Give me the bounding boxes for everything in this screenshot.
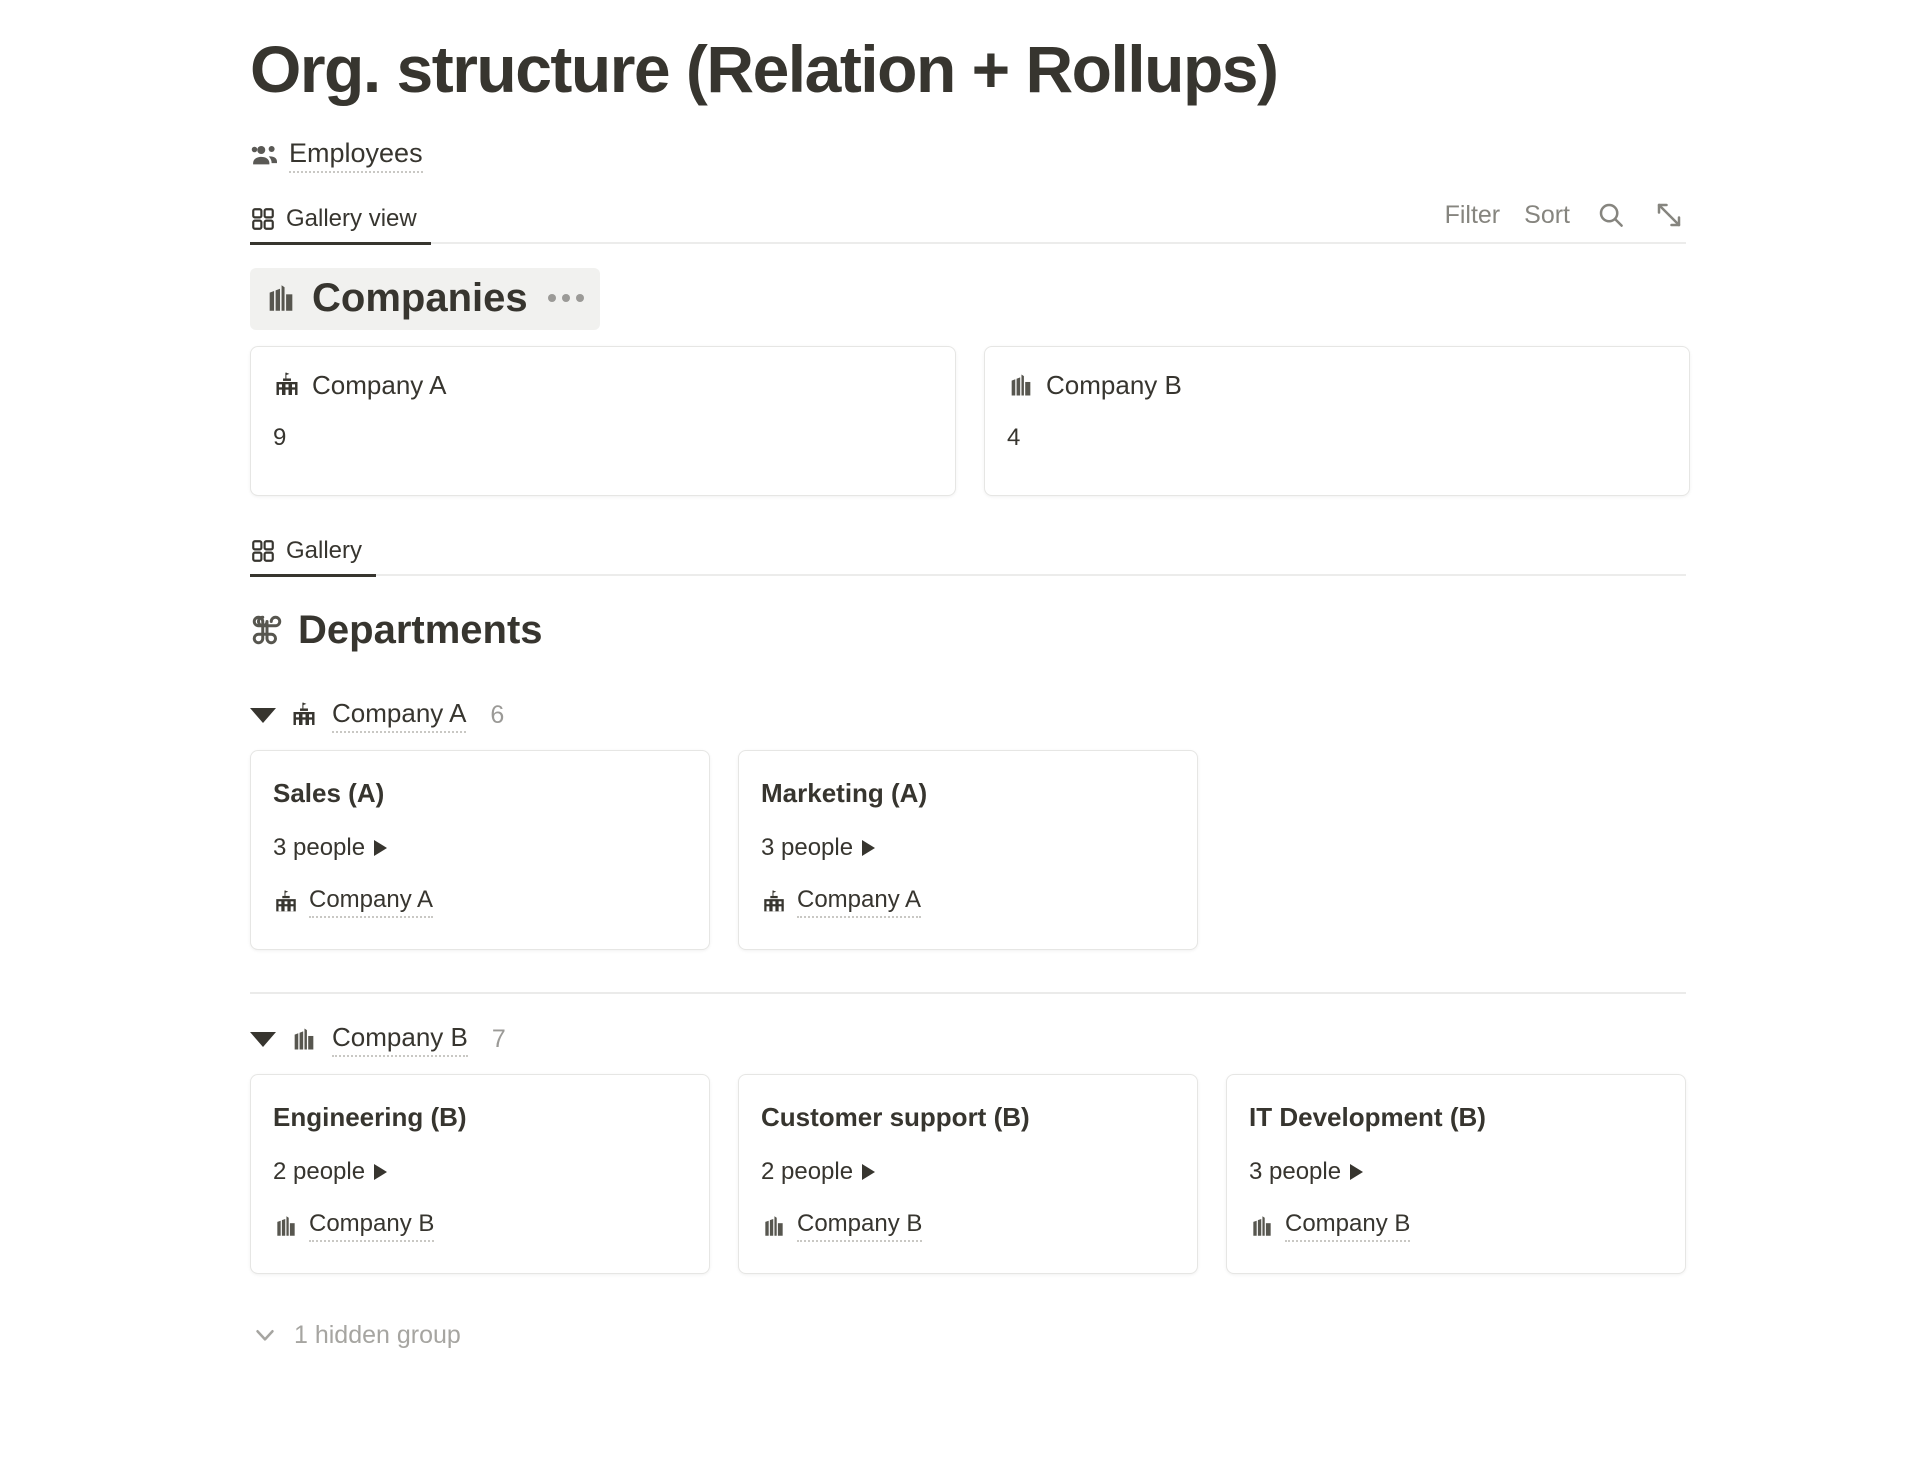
breadcrumb[interactable]: Employees — [250, 137, 1916, 173]
play-triangle-icon[interactable] — [1350, 1164, 1364, 1180]
play-triangle-icon[interactable] — [374, 840, 388, 856]
relation-link[interactable]: Company B — [309, 1209, 435, 1242]
school-building-icon — [273, 889, 299, 915]
factory-building-icon — [761, 1213, 787, 1239]
companies-database-block: Gallery view Filter Sort — [250, 194, 1916, 496]
department-card-rollup-text: 3 people — [1249, 1158, 1342, 1185]
view-bar: Gallery view Filter Sort — [250, 193, 1686, 245]
department-card-rollup: 2 people — [273, 1157, 687, 1187]
group-count: 6 — [490, 700, 505, 729]
company-card-title: Company B — [1046, 370, 1182, 400]
group-label[interactable]: Company A — [332, 697, 467, 733]
company-card-title: Company A — [312, 370, 447, 400]
companies-cards-row: Company A 9 Company B 4 — [250, 346, 1916, 496]
caret-down-icon[interactable] — [250, 707, 276, 723]
department-card-relation: Company B — [1249, 1209, 1663, 1242]
relation-link[interactable]: Company B — [1285, 1209, 1411, 1242]
breadcrumb-label[interactable]: Employees — [289, 137, 423, 173]
department-card-title: Engineering (B) — [273, 1102, 467, 1132]
department-card-title: Marketing (A) — [761, 778, 928, 808]
company-card-rollup-value: 9 — [273, 424, 287, 451]
department-card-rollup-text: 3 people — [273, 834, 366, 861]
factory-building-icon — [273, 1213, 299, 1239]
department-card[interactable]: Engineering (B) 2 people Company B — [250, 1074, 710, 1274]
department-card-rollup: 2 people — [761, 1157, 1175, 1187]
tab-gallery-view-label: Gallery view — [286, 204, 417, 232]
factory-building-icon — [290, 1025, 318, 1053]
department-card-title: IT Development (B) — [1249, 1102, 1486, 1132]
relation-link[interactable]: Company A — [797, 885, 922, 918]
expand-diagonal-icon[interactable] — [1652, 198, 1686, 232]
departments-database-block: Gallery Departments — [250, 526, 1916, 1350]
group-b-cards-row: Engineering (B) 2 people Company B — [250, 1074, 1916, 1274]
companies-heading-label: Companies — [312, 276, 528, 320]
gallery-grid-icon — [250, 538, 276, 564]
company-card-title-row: Company A — [273, 369, 933, 401]
more-horizontal-icon[interactable] — [547, 294, 584, 302]
departments-heading-label: Departments — [298, 608, 543, 652]
department-card-rollup-text: 2 people — [273, 1158, 366, 1185]
department-card-relation: Company A — [761, 885, 1175, 918]
people-group-icon — [250, 140, 280, 170]
department-card-relation: Company B — [273, 1209, 687, 1242]
tab-gallery-label: Gallery — [286, 536, 363, 564]
page-title: Org. structure (Relation + Rollups) — [250, 32, 1279, 106]
school-building-icon — [273, 371, 301, 399]
company-card-title-row: Company B — [1007, 369, 1667, 401]
command-loop-icon — [250, 613, 284, 647]
group-divider — [250, 992, 1686, 994]
play-triangle-icon[interactable] — [862, 840, 876, 856]
company-card[interactable]: Company B 4 — [984, 346, 1690, 496]
department-card[interactable]: Marketing (A) 3 people — [738, 750, 1198, 950]
group-a-cards-row: Sales (A) 3 people — [250, 750, 1916, 950]
view-tabs: Gallery view — [250, 193, 431, 245]
chevron-down-icon[interactable] — [250, 1320, 280, 1350]
relation-link[interactable]: Company A — [309, 885, 434, 918]
sort-button[interactable]: Sort — [1524, 200, 1570, 229]
play-triangle-icon[interactable] — [374, 1164, 388, 1180]
caret-down-icon[interactable] — [250, 1031, 276, 1047]
view-toolbar: Filter Sort — [1445, 198, 1686, 238]
departments-heading: Departments — [250, 606, 1916, 654]
group-count: 7 — [491, 1024, 506, 1053]
gallery-grid-icon — [250, 206, 276, 232]
department-card[interactable]: IT Development (B) 3 people Compan — [1226, 1074, 1686, 1274]
school-building-icon — [761, 889, 787, 915]
department-card-relation: Company B — [761, 1209, 1175, 1242]
departments-view-bar: Gallery — [250, 525, 1686, 577]
play-triangle-icon[interactable] — [862, 1164, 876, 1180]
hidden-group-label: 1 hidden group — [294, 1320, 461, 1349]
department-card-rollup: 3 people — [761, 833, 1175, 863]
group-header-company-b[interactable]: Company B 7 — [250, 1020, 1916, 1058]
departments-view-tabs: Gallery — [250, 525, 377, 577]
tab-gallery-view[interactable]: Gallery view — [250, 195, 431, 245]
group-header-company-a[interactable]: Company A 6 — [250, 696, 1916, 734]
department-card[interactable]: Customer support (B) 2 people Comp — [738, 1074, 1198, 1274]
tab-gallery[interactable]: Gallery — [250, 527, 377, 577]
hidden-group-toggle[interactable]: 1 hidden group — [250, 1320, 1916, 1350]
department-card-title: Customer support (B) — [761, 1102, 1030, 1132]
department-card-rollup-text: 2 people — [761, 1158, 854, 1185]
department-card[interactable]: Sales (A) 3 people — [250, 750, 710, 950]
company-card-rollup-value: 4 — [1007, 424, 1021, 451]
department-card-rollup-text: 3 people — [761, 834, 854, 861]
factory-building-icon — [1249, 1213, 1275, 1239]
department-card-title: Sales (A) — [273, 778, 385, 808]
search-icon[interactable] — [1594, 198, 1628, 232]
relation-link[interactable]: Company B — [797, 1209, 923, 1242]
school-building-icon — [290, 701, 318, 729]
department-card-rollup: 3 people — [273, 833, 687, 863]
company-card[interactable]: Company A 9 — [250, 346, 956, 496]
companies-heading: Companies — [250, 268, 600, 330]
department-card-rollup: 3 people — [1249, 1157, 1663, 1187]
department-card-relation: Company A — [273, 885, 687, 918]
factory-building-icon — [1007, 371, 1035, 399]
filter-button[interactable]: Filter — [1444, 200, 1501, 229]
group-label[interactable]: Company B — [332, 1021, 468, 1057]
factory-building-icon — [264, 281, 298, 315]
